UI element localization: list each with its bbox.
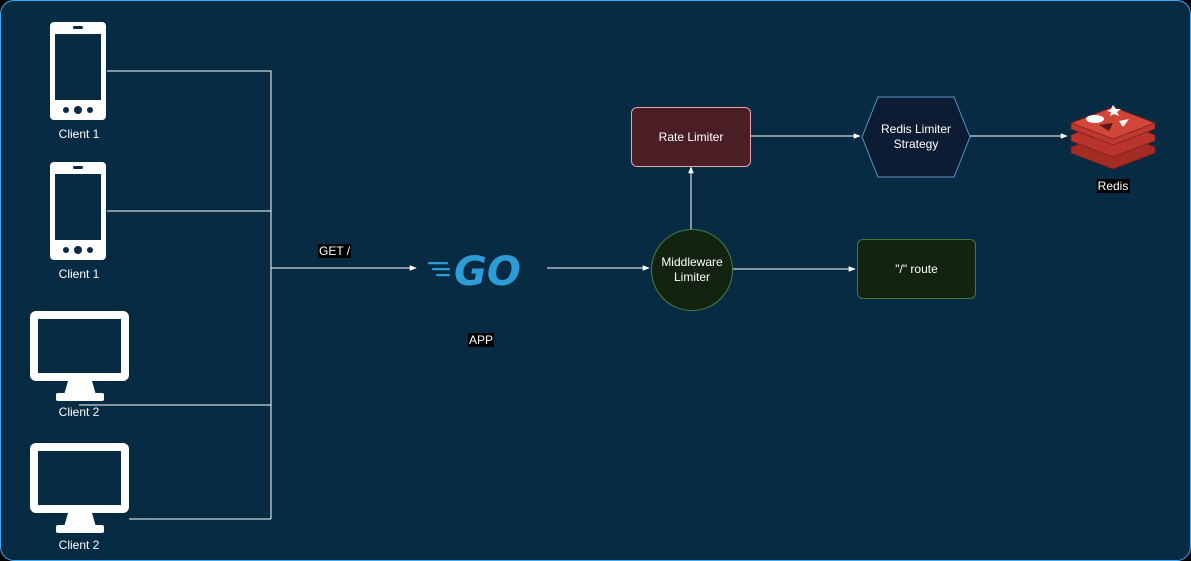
redis-limiter-strategy-node: Redis Limiter Strategy	[862, 97, 970, 177]
redis-label: Redis	[1096, 179, 1130, 193]
request-label: GET /	[318, 244, 352, 258]
route-label: "/" route	[895, 261, 938, 276]
client-label: Client 1	[58, 267, 100, 281]
redis-logo-icon	[1069, 105, 1157, 170]
client-label: Client 1	[58, 127, 100, 141]
strategy-hexagon	[861, 96, 971, 178]
go-logo-icon: GO	[428, 250, 521, 290]
client-label: Client 2	[58, 538, 100, 552]
client-label: Client 2	[58, 405, 100, 419]
route-node: "/" route	[857, 239, 976, 299]
middleware-limiter-label: Middleware Limiter	[661, 255, 723, 284]
desktop-monitor-icon	[30, 443, 129, 533]
rate-limiter-label: Rate Limiter	[658, 129, 724, 144]
mobile-phone-icon	[50, 22, 106, 120]
mobile-phone-icon	[50, 162, 106, 260]
go-logo-text: GO	[454, 250, 521, 290]
client-1-connector	[107, 70, 272, 519]
desktop-monitor-icon	[30, 311, 129, 401]
middleware-limiter-node: Middleware Limiter	[651, 229, 733, 311]
redis-limiter-strategy-label: Redis Limiter Strategy	[880, 122, 952, 151]
rate-limiter-node: Rate Limiter	[631, 107, 751, 167]
app-label: APP	[467, 333, 495, 347]
